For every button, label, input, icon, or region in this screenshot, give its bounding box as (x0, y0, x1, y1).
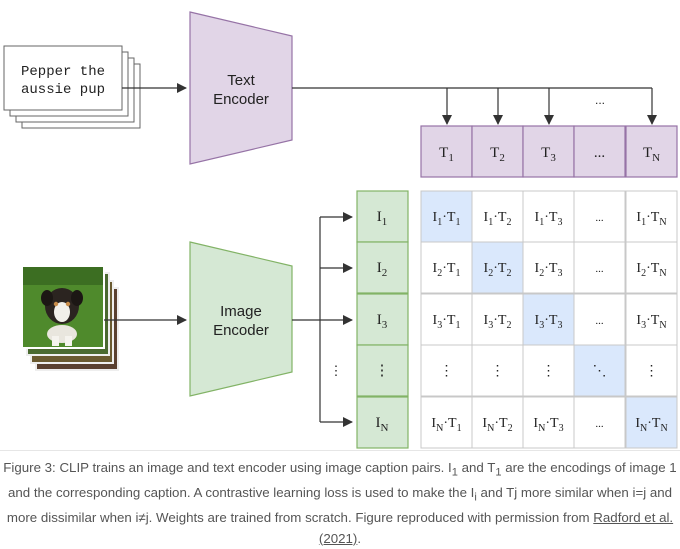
caption-part-3: are the encodings of image 1 and the cor… (7, 460, 677, 501)
text-encoder-output-arrows: ... (292, 87, 657, 125)
caption-separator (0, 450, 680, 451)
image-encoder-label-2: Encoder (213, 322, 269, 339)
matrix-cell (522, 190, 575, 243)
matrix-cell-label: I1·T3 (535, 210, 563, 228)
matrix-cell (420, 344, 473, 397)
text-input-line-2: aussie pup (21, 82, 105, 98)
caption-part-4: and Tj more similar when i=j and more di… (6, 485, 673, 526)
matrix-cell (625, 293, 678, 346)
matrix-cell-label: I3·T2 (484, 313, 512, 331)
matrix-diagonal-cell (471, 241, 524, 294)
matrix-cell-label: I2·TN (636, 261, 666, 279)
matrix-diagonal-cell (625, 396, 678, 449)
text-token-label: T1 (439, 145, 454, 164)
image-token-label: I3 (377, 312, 388, 331)
text-encoder: Text Encoder (189, 11, 293, 165)
caption-sub-2: 1 (495, 466, 502, 479)
matrix-cell (573, 293, 626, 346)
matrix-diagonal-cell (522, 293, 575, 346)
image-token-cell (356, 241, 409, 294)
matrix-cell-label: ... (595, 315, 604, 327)
matrix-cell-label: I2·T2 (484, 261, 512, 279)
matrix-cell (522, 396, 575, 449)
matrix-cell (625, 344, 678, 397)
matrix-cell-label: ... (595, 418, 604, 430)
text-token-cell (420, 125, 473, 178)
matrix-cell-label: ... (595, 212, 604, 224)
matrix-cell (573, 190, 626, 243)
text-token-row: T1 T2 T3... TN (420, 125, 678, 178)
matrix-cell (471, 344, 524, 397)
matrix-cell (625, 190, 678, 243)
text-token-cell (522, 125, 575, 178)
image-token-cell (356, 293, 409, 346)
text-input-stack: Pepper the aussie pup (3, 45, 141, 129)
matrix-cell (573, 396, 626, 449)
matrix-cell-label: ... (595, 263, 604, 275)
similarity-matrix: I1·T1 I1·T2 I1·T3... I1·TN I2·T1 I2·T2 I2·T3..… (420, 190, 678, 449)
matrix-cell-label: ⋮ (645, 364, 659, 379)
text-token-label: T2 (490, 145, 505, 164)
image-encoder-label-1: Image (220, 303, 262, 320)
matrix-cell-label: ⋱ (593, 364, 607, 379)
matrix-cell-label: I3·TN (636, 313, 666, 331)
matrix-cell-label: I2·T3 (535, 261, 563, 279)
text-token-cell (471, 125, 524, 178)
text-token-label: ... (594, 145, 605, 161)
matrix-cell (420, 396, 473, 449)
puppy-photo (21, 265, 105, 349)
matrix-cell (625, 241, 678, 294)
clip-diagram: Pepper the aussie pup Text Encoder ... T… (3, 11, 678, 449)
text-token-label: TN (643, 145, 660, 164)
matrix-cell-label: I2·T1 (433, 261, 461, 279)
caption-part-2: and T (457, 460, 496, 475)
image-token-cell (356, 396, 409, 449)
image-token-cell (356, 190, 409, 243)
matrix-cell-label: I1·T2 (484, 210, 512, 228)
arrow-dots-top: ... (595, 93, 605, 107)
matrix-cell (573, 241, 626, 294)
text-token-label: T3 (541, 145, 556, 164)
matrix-cell-label: I1·TN (636, 210, 666, 228)
matrix-cell-label: IN·TN (635, 416, 667, 434)
image-input-stack (21, 265, 119, 371)
matrix-cell-label: IN·T3 (533, 416, 563, 434)
text-encoder-label-1: Text (227, 72, 255, 89)
matrix-cell-label: I3·T3 (535, 313, 563, 331)
matrix-cell (471, 293, 524, 346)
image-token-label: ⋮ (375, 363, 390, 379)
arrow-dots-left: ⋮ (330, 363, 343, 378)
matrix-diagonal-cell (573, 344, 626, 397)
text-token-cell (625, 125, 678, 178)
image-encoder-output-arrows: ⋮ (292, 212, 353, 427)
text-input-line-1: Pepper the (21, 64, 105, 80)
image-encoder: Image Encoder (189, 241, 293, 397)
matrix-cell-label: IN·T2 (482, 416, 512, 434)
matrix-cell-label: I1·T1 (433, 210, 461, 228)
matrix-cell-label: IN·T1 (431, 416, 461, 434)
caption-sub-1: 1 (451, 466, 458, 479)
matrix-cell (471, 190, 524, 243)
figure-caption: Figure 3: CLIP trains an image and text … (0, 458, 680, 549)
matrix-cell-label: ⋮ (440, 364, 454, 379)
image-token-label: IN (376, 415, 389, 434)
caption-part-1: Figure 3: CLIP trains an image and text … (3, 460, 452, 475)
caption-part-5: . (357, 530, 362, 546)
matrix-cell-label: ⋮ (491, 364, 505, 379)
matrix-cell (471, 396, 524, 449)
text-encoder-label-2: Encoder (213, 91, 269, 108)
image-token-cell (356, 344, 409, 397)
matrix-cell-label: I3·T1 (433, 313, 461, 331)
caption-sub-3: i (474, 491, 477, 504)
image-token-label: I1 (377, 209, 388, 228)
matrix-cell-label: ⋮ (542, 364, 556, 379)
text-token-cell (573, 125, 626, 178)
image-token-label: I2 (377, 260, 388, 279)
